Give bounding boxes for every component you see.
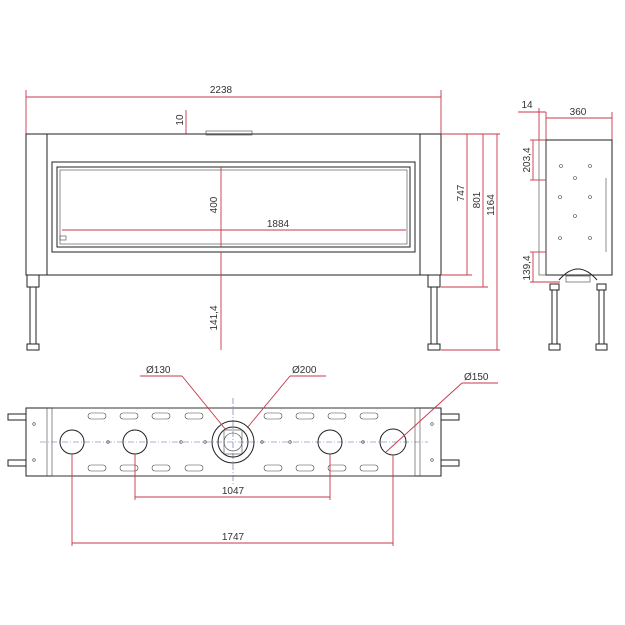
right-foot [427, 343, 441, 351]
logo-mark [59, 235, 67, 241]
slot [327, 412, 347, 420]
dim-height-747: 747 [456, 184, 467, 201]
bottom-slot-row [87, 464, 379, 472]
slot [87, 412, 107, 420]
side-body [545, 139, 613, 276]
dot [32, 458, 36, 462]
dim-height-801: 801 [472, 191, 483, 208]
right-leg-bracket [427, 274, 441, 288]
firebox-body [25, 133, 442, 276]
side-left-leg [551, 289, 558, 345]
dot [106, 440, 110, 444]
bracket-right-bottom [440, 459, 460, 467]
dim-overall-width: 2238 [210, 85, 233, 96]
dim-glass-height: 400 [209, 196, 220, 213]
dot [361, 440, 365, 444]
top-slot-row [87, 412, 379, 420]
slot [151, 412, 171, 420]
hole [558, 236, 562, 240]
dot [430, 458, 434, 462]
hole [573, 214, 577, 218]
hole [588, 164, 592, 168]
slot [184, 412, 204, 420]
front-view: 2238 10 400 1884 141,4 [25, 85, 500, 351]
slot [327, 464, 347, 472]
glass-frame-inner [56, 166, 411, 248]
left-leg-bracket [26, 274, 40, 288]
side-right-leg [598, 289, 605, 345]
hole [588, 236, 592, 240]
flue-outer-200 [211, 420, 255, 464]
slot [295, 412, 315, 420]
dim-glass-width: 1884 [267, 219, 290, 230]
top-flue-collar [205, 130, 253, 136]
slot [119, 464, 139, 472]
side-bottom-flue [558, 268, 598, 281]
dot [203, 440, 207, 444]
side-bottom-plate [565, 275, 591, 283]
left-foot [26, 343, 40, 351]
dot [179, 440, 183, 444]
side-left-leg-bracket [549, 283, 560, 291]
slot [87, 464, 107, 472]
hole [588, 195, 592, 199]
bracket-left-top [7, 413, 27, 421]
top-view: Ø130 Ø200 Ø150 1047 1747 [7, 365, 498, 546]
leader-150 [385, 382, 463, 453]
dim-top-gap: 10 [175, 114, 186, 126]
label-diameter-130: Ø130 [146, 365, 171, 376]
dot [260, 440, 264, 444]
slot [184, 464, 204, 472]
slot [263, 412, 283, 420]
side-right-leg-bracket [596, 283, 607, 291]
dot [288, 440, 292, 444]
slot [359, 412, 379, 420]
dim-spacing-1047: 1047 [222, 486, 245, 497]
bracket-left-bottom [7, 459, 27, 467]
side-left-foot [548, 343, 561, 351]
hole [559, 164, 563, 168]
leader-200 [246, 375, 291, 429]
dim-bottom-offset: 139,4 [522, 255, 533, 280]
slot [359, 464, 379, 472]
dim-spacing-1747: 1747 [222, 532, 245, 543]
glass-panel [59, 169, 408, 245]
right-leg [430, 286, 438, 345]
side-front-frame [538, 139, 547, 276]
slot [295, 464, 315, 472]
dot [430, 422, 434, 426]
hole [573, 176, 577, 180]
hole [558, 195, 562, 199]
flue-inner [217, 426, 249, 458]
dim-depth-360: 360 [570, 107, 587, 118]
bracket-right-top [440, 413, 460, 421]
flue-cross [223, 429, 243, 455]
slot [151, 464, 171, 472]
glass-frame-outer [51, 161, 416, 253]
label-diameter-150: Ø150 [464, 372, 489, 383]
slot [263, 464, 283, 472]
dim-leg-height: 141,4 [209, 305, 220, 330]
side-right-foot [595, 343, 608, 351]
left-leg [29, 286, 37, 345]
dim-top-offset: 203,4 [522, 147, 533, 172]
side-view: 14 360 203,4 139,4 [518, 100, 613, 351]
leader-130 [181, 375, 227, 431]
dot [32, 422, 36, 426]
slot [119, 412, 139, 420]
dim-offset-14: 14 [521, 100, 533, 111]
label-diameter-200: Ø200 [292, 365, 317, 376]
dim-height-1164: 1164 [486, 194, 497, 216]
